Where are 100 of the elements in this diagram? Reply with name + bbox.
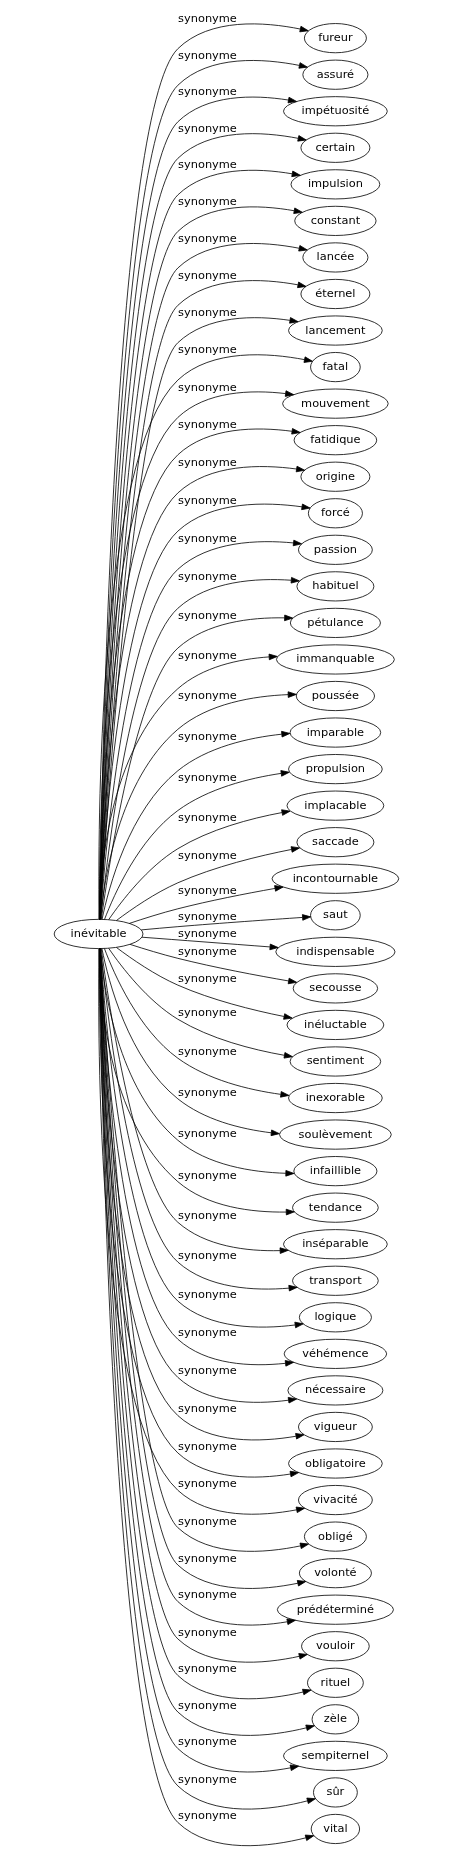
- node-ellipse: sentiment: [289, 1046, 381, 1077]
- arrow: [103, 770, 290, 920]
- arrow: [129, 943, 297, 985]
- node-ellipse: indispensable: [274, 936, 395, 967]
- node-ellipse: assuré: [301, 59, 368, 90]
- node-ellipse: immanquable: [275, 644, 395, 675]
- arrow: [107, 947, 293, 1059]
- arrow: [99, 691, 297, 920]
- node-ellipse: vouloir: [300, 1631, 370, 1662]
- edge-label: synonyme: [177, 11, 237, 26]
- node-ellipse: propulsion: [287, 754, 383, 785]
- arrow: [98, 653, 278, 920]
- node-ellipse: inexorable: [287, 1083, 383, 1114]
- edge-label: synonyme: [177, 1771, 237, 1786]
- edge-label: synonyme: [177, 1167, 237, 1182]
- edge-label: synonyme: [177, 1084, 237, 1099]
- node-ellipse: imparable: [289, 717, 381, 748]
- arrow: [115, 947, 292, 1020]
- edge-label: synonyme: [177, 1661, 237, 1676]
- node-ellipse: passion: [297, 534, 373, 565]
- edge-label: synonyme: [177, 908, 237, 923]
- edge-label: synonyme: [177, 1005, 237, 1020]
- edge-label: synonyme: [177, 530, 237, 545]
- node-ellipse: inévitable: [53, 918, 143, 949]
- node-ellipse: sûr: [312, 1777, 358, 1808]
- arrow: [141, 936, 279, 951]
- node-ellipse: origine: [300, 461, 370, 492]
- edge-label: synonyme: [177, 944, 237, 959]
- edge-label: synonyme: [177, 1126, 237, 1141]
- node-ellipse: fatidique: [293, 425, 377, 456]
- node-ellipse: tendance: [291, 1192, 379, 1223]
- node-ellipse: inéluctable: [286, 1009, 384, 1040]
- node-ellipse: fureur: [303, 23, 367, 54]
- edge-label: synonyme: [177, 1247, 237, 1262]
- node-ellipse: rituel: [306, 1667, 364, 1698]
- edge-label: synonyme: [177, 120, 237, 135]
- node-ellipse: obligé: [303, 1521, 367, 1552]
- node-ellipse: soulèvement: [278, 1119, 392, 1150]
- node-ellipse: certain: [300, 132, 370, 163]
- node-ellipse: saccade: [296, 827, 374, 858]
- node-ellipse: habituel: [296, 571, 374, 602]
- node-ellipse: saut: [309, 900, 361, 931]
- edge-label: synonyme: [177, 770, 237, 785]
- edge-label: synonyme: [177, 1438, 237, 1453]
- edge-label: synonyme: [177, 1513, 237, 1528]
- edge-label: synonyme: [177, 231, 237, 246]
- node-ellipse: forcé: [307, 498, 363, 529]
- edge-label: synonyme: [177, 569, 237, 584]
- edge-label: synonyme: [177, 1476, 237, 1491]
- edge-label: synonyme: [177, 1550, 237, 1565]
- edge-label: synonyme: [177, 1044, 237, 1059]
- node-ellipse: éternel: [300, 278, 370, 309]
- edge-label: synonyme: [177, 1587, 237, 1602]
- edge-label: synonyme: [177, 882, 237, 897]
- node-ellipse: infaillible: [292, 1156, 377, 1187]
- edge-label: synonyme: [177, 267, 237, 282]
- node-ellipse: transport: [291, 1265, 379, 1296]
- node-ellipse: lancée: [301, 242, 368, 273]
- edge-label: synonyme: [177, 810, 237, 825]
- node-ellipse: secousse: [292, 973, 378, 1004]
- edge-label: synonyme: [177, 1286, 237, 1301]
- edge-label: synonyme: [177, 729, 237, 744]
- arrow: [100, 948, 289, 1254]
- edge-label: synonyme: [177, 926, 237, 941]
- node-ellipse: fatal: [309, 352, 361, 383]
- node-ellipse: vigueur: [297, 1411, 373, 1442]
- node-ellipse: pétulance: [289, 607, 381, 638]
- edge-label: synonyme: [177, 971, 237, 986]
- node-ellipse: inséparable: [282, 1229, 388, 1260]
- edge-label: synonyme: [177, 417, 237, 432]
- edge-label: synonyme: [177, 688, 237, 703]
- edge-label: synonyme: [177, 47, 237, 62]
- arrow: [115, 846, 300, 921]
- edge-label: synonyme: [177, 848, 237, 863]
- edge-label: synonyme: [177, 1734, 237, 1749]
- node-ellipse: logique: [298, 1302, 372, 1333]
- arrow: [99, 948, 294, 1177]
- edge-label: synonyme: [177, 1697, 237, 1712]
- node-ellipse: poussée: [295, 680, 375, 712]
- arrow: [103, 948, 289, 1098]
- edge-label: synonyme: [177, 379, 237, 394]
- edge-label: synonyme: [177, 305, 237, 320]
- arrow: [101, 730, 290, 920]
- edge-label: synonyme: [177, 492, 237, 507]
- edge-label: synonyme: [177, 157, 237, 172]
- arrow: [128, 885, 283, 924]
- edge-label: synonyme: [177, 342, 237, 357]
- arrow: [140, 914, 311, 931]
- edge-label: synonyme: [177, 1325, 237, 1340]
- edge-label: synonyme: [177, 84, 237, 99]
- node-ellipse: implacable: [286, 790, 384, 821]
- edge-label: synonyme: [177, 1808, 237, 1823]
- edge-label: synonyme: [177, 1208, 237, 1223]
- edge-label: synonyme: [177, 193, 237, 208]
- node-ellipse: vital: [310, 1813, 360, 1844]
- arrow: [107, 809, 290, 920]
- arrow: [101, 948, 280, 1137]
- edge-label: synonyme: [177, 454, 237, 469]
- edge-label: synonyme: [177, 1624, 237, 1639]
- edge-label: synonyme: [177, 1363, 237, 1378]
